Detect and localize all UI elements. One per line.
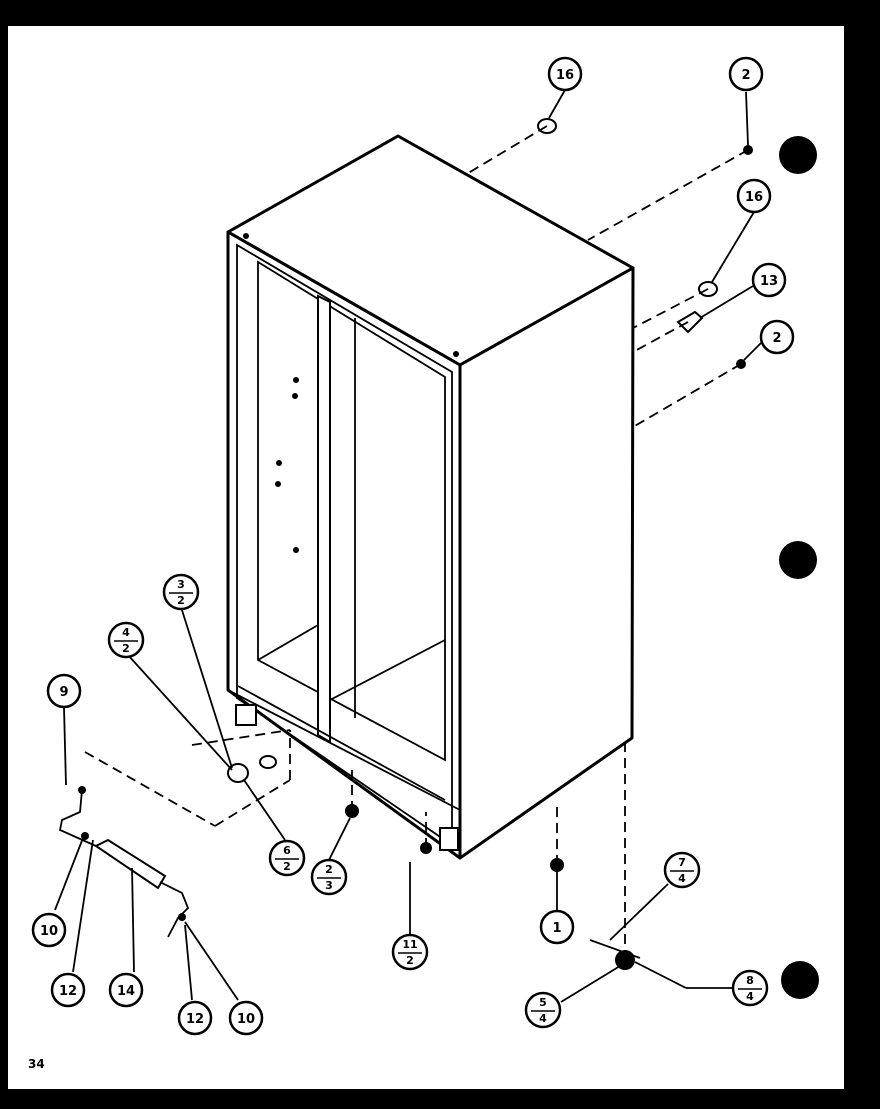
callout-numerator: 3 xyxy=(177,578,185,591)
callout-12-right: 12 xyxy=(177,1000,213,1036)
callout-numerator: 4 xyxy=(122,626,130,639)
callout-14: 14 xyxy=(108,972,144,1008)
binder-hole-top xyxy=(779,136,817,174)
callout-label: 12 xyxy=(59,984,77,999)
callout-8-over-4: 8 4 xyxy=(731,969,769,1007)
callout-denominator: 3 xyxy=(325,879,333,892)
callout-1: 1 xyxy=(539,909,575,945)
callout-numerator: 5 xyxy=(539,996,547,1009)
callout-16-top: 16 xyxy=(547,56,583,92)
callout-label: 16 xyxy=(556,68,574,83)
callout-label: 2 xyxy=(772,331,781,346)
callout-numerator: 2 xyxy=(325,863,333,876)
callout-12-left: 12 xyxy=(50,972,86,1008)
callout-5-over-4: 5 4 xyxy=(524,991,562,1029)
callout-denominator: 2 xyxy=(406,954,414,967)
callout-3-over-2: 3 2 xyxy=(162,573,200,611)
callout-numerator: 6 xyxy=(283,844,291,857)
callout-label: 10 xyxy=(237,1012,255,1027)
callout-10-right: 10 xyxy=(228,1000,264,1036)
callout-label: 16 xyxy=(745,190,763,205)
callout-denominator: 4 xyxy=(539,1012,547,1025)
callout-label: 1 xyxy=(552,921,561,936)
callout-label: 12 xyxy=(186,1012,204,1027)
callout-denominator: 2 xyxy=(283,860,291,873)
callout-label: 10 xyxy=(40,924,58,939)
cabinet-shell xyxy=(226,134,635,860)
callout-2-top: 2 xyxy=(728,56,764,92)
callout-label: 13 xyxy=(760,274,778,289)
callout-11-over-2: 11 2 xyxy=(391,933,429,971)
binder-hole-bottom xyxy=(781,961,819,999)
callout-leaders xyxy=(54,89,764,1003)
callout-10-left: 10 xyxy=(31,912,67,948)
callout-6-over-2: 6 2 xyxy=(268,839,306,877)
callout-16-side: 16 xyxy=(736,178,772,214)
callout-denominator: 4 xyxy=(746,990,754,1003)
callout-4-over-2: 4 2 xyxy=(107,621,145,659)
callout-2-over-3: 2 3 xyxy=(310,858,348,896)
callout-7-over-4: 7 4 xyxy=(663,851,701,889)
callout-9: 9 xyxy=(46,673,82,709)
callout-13: 13 xyxy=(751,262,787,298)
callout-numerator: 8 xyxy=(746,974,754,987)
callout-label: 14 xyxy=(117,984,135,999)
callout-2-side: 2 xyxy=(759,319,795,355)
callout-label: 2 xyxy=(741,68,750,83)
callout-denominator: 2 xyxy=(122,642,130,655)
binder-hole-middle xyxy=(779,541,817,579)
callout-numerator: 7 xyxy=(678,856,686,869)
callout-label: 9 xyxy=(59,685,68,700)
callout-denominator: 4 xyxy=(678,872,686,885)
callout-numerator: 11 xyxy=(402,938,417,951)
callout-denominator: 2 xyxy=(177,594,185,607)
corner-mark: 34 xyxy=(28,1057,45,1071)
